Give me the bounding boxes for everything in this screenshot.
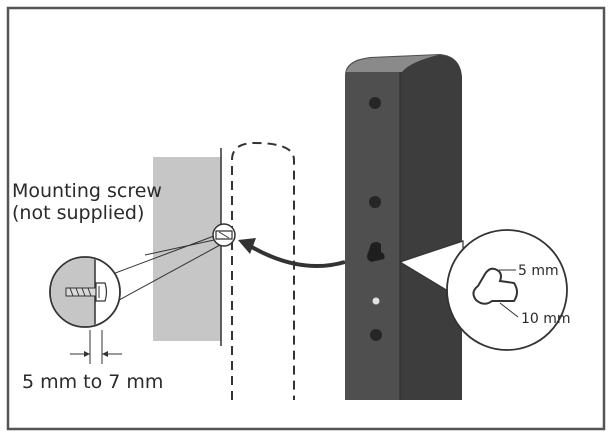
keyhole-slot	[367, 242, 385, 262]
speaker-hole	[369, 97, 381, 109]
speaker-led	[372, 297, 380, 305]
magnify-leader-top	[109, 235, 215, 276]
wall	[153, 157, 221, 341]
mount-arrow-head	[238, 238, 256, 254]
keyhole-detail	[446, 229, 568, 351]
magnify-leader-bottom	[109, 244, 221, 306]
slot-head-label: 5 mm	[518, 263, 559, 279]
speaker	[345, 54, 462, 400]
screw-on-wall-thread	[218, 231, 230, 239]
depth-dimension	[70, 330, 122, 364]
screw-detail	[49, 256, 121, 328]
speaker-hole	[369, 196, 381, 208]
screw-on-wall-head	[215, 230, 233, 240]
mounting-screw-label-line2: (not supplied)	[12, 202, 145, 224]
screw-leader	[144, 239, 215, 256]
speaker-hole	[370, 329, 382, 341]
diagram-border	[6, 6, 606, 431]
mounting-screw-label: Mounting screw (not supplied)	[12, 180, 162, 224]
mounting-screw-label-line1: Mounting screw	[12, 180, 162, 202]
mount-arrow	[248, 244, 346, 268]
screw-depth-label: 5 mm to 7 mm	[22, 371, 164, 393]
slot-length-label: 10 mm	[521, 311, 571, 327]
speaker-outline-dashed	[231, 141, 295, 400]
